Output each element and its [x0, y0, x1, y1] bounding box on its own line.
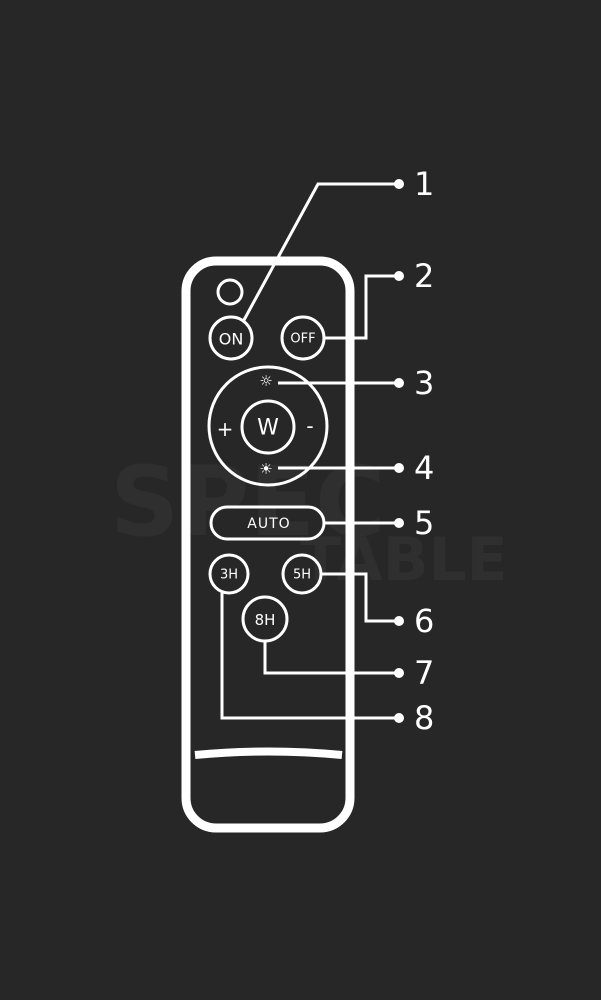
timer-5h-label: 5H [293, 568, 311, 583]
callout-dot-1 [394, 179, 404, 189]
white-button-label: W [257, 416, 279, 441]
callout-dots [394, 179, 404, 723]
plus-button[interactable]: + [217, 417, 234, 441]
watermark-line-2: TABLE [300, 525, 508, 595]
dimmer-button[interactable]: ☀ [259, 460, 272, 478]
off-button-label: OFF [290, 332, 315, 347]
brighter-button[interactable]: ☼ [259, 372, 272, 390]
callout-line-2 [324, 274, 397, 340]
callout-number-2: 2 [414, 257, 434, 295]
callout-dot-7 [394, 668, 404, 678]
indicator-light [216, 278, 244, 306]
callout-number-6: 6 [414, 602, 434, 640]
callout-dot-6 [394, 616, 404, 626]
minus-label: - [306, 414, 313, 438]
on-button-label: ON [219, 330, 244, 349]
white-button[interactable]: W [240, 399, 296, 455]
callout-dot-3 [394, 378, 404, 388]
off-button[interactable]: OFF [280, 315, 326, 361]
timer-3h-label: 3H [220, 568, 238, 583]
remote-body [181, 256, 355, 833]
minus-button[interactable]: - [306, 414, 313, 438]
callout-number-8: 8 [414, 699, 434, 737]
callout-dot-4 [394, 463, 404, 473]
timer-3h-button[interactable]: 3H [208, 553, 250, 595]
remote-outline [181, 256, 355, 833]
callout-lines [220, 182, 397, 720]
callout-dot-2 [394, 271, 404, 281]
timer-8h-label: 8H [255, 611, 276, 629]
callout-line-6 [321, 572, 397, 623]
battery-cover-line [194, 747, 343, 759]
callout-number-4: 4 [414, 449, 434, 487]
callout-line-1 [242, 182, 397, 321]
on-button[interactable]: ON [208, 315, 254, 361]
timer-8h-button[interactable]: 8H [241, 595, 289, 643]
auto-button-label: AUTO [247, 516, 290, 532]
plus-label: + [217, 417, 234, 441]
callout-dot-5 [394, 518, 404, 528]
callout-number-3: 3 [414, 364, 434, 402]
callout-number-1: 1 [414, 165, 434, 203]
callout-dot-8 [394, 713, 404, 723]
callout-line-8 [220, 593, 397, 720]
brighter-icon: ☼ [259, 372, 272, 390]
dial-ring [207, 365, 329, 487]
callout-line-7 [263, 641, 397, 675]
brightness-dial: ☼ ☀ + - W [207, 365, 329, 487]
dimmer-icon: ☀ [259, 460, 272, 478]
callout-number-5: 5 [414, 504, 434, 542]
callout-number-7: 7 [414, 654, 434, 692]
